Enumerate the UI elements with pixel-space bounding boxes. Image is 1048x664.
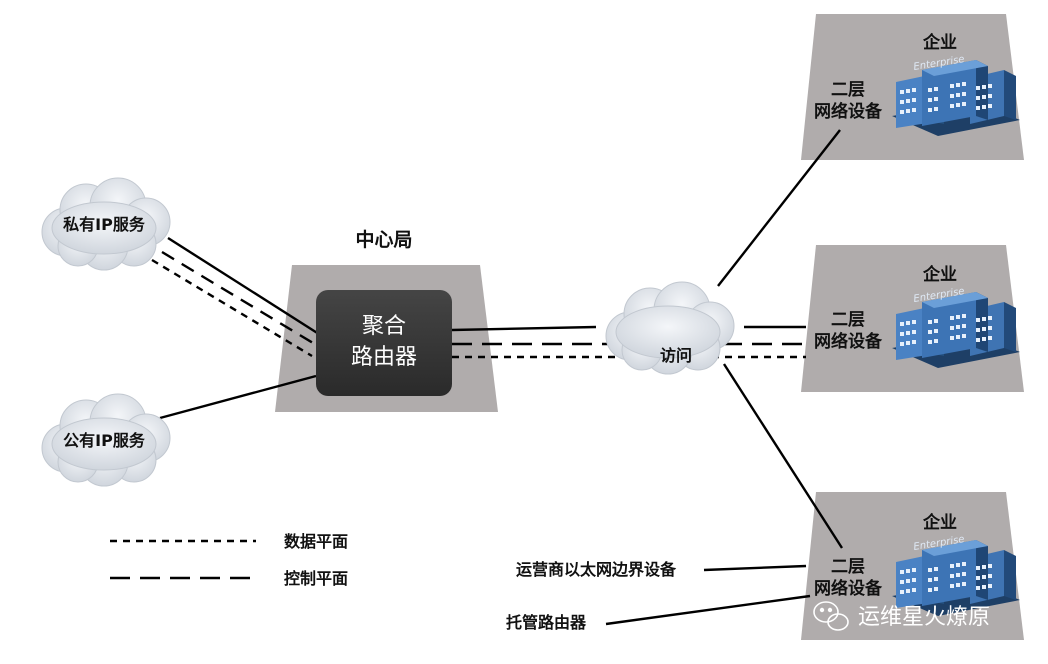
enterprise-title: 企业 bbox=[922, 264, 957, 285]
legend-control-plane-label: 控制平面 bbox=[284, 569, 348, 588]
private-ip-data-link bbox=[151, 258, 313, 358]
private-ip-solid-link bbox=[167, 236, 323, 338]
carrier-edge-pointer bbox=[703, 564, 807, 572]
cloud-enterprise-top-link bbox=[717, 129, 841, 287]
wechat-icon bbox=[813, 601, 849, 631]
access-cloud-label: 访问 bbox=[660, 346, 692, 365]
l2-device-line1: 二层 bbox=[831, 310, 865, 330]
legend: 数据平面 控制平面 bbox=[110, 532, 348, 588]
watermark-text: 运维星火燎原 bbox=[858, 605, 990, 630]
router-label-line2: 路由器 bbox=[351, 345, 417, 370]
legend-data-plane-label: 数据平面 bbox=[284, 532, 348, 551]
central-office-label: 中心局 bbox=[355, 228, 412, 251]
router-cloud-solid-link bbox=[451, 325, 597, 332]
annotation-lines bbox=[605, 564, 811, 626]
cloud-enterprise-bottom-link bbox=[722, 363, 844, 549]
watermark: 运维星火燎原 bbox=[813, 601, 990, 631]
managed-router-label: 托管路由器 bbox=[506, 613, 587, 632]
enterprise-title: 企业 bbox=[922, 512, 957, 533]
enterprise-title: 企业 bbox=[922, 32, 957, 53]
l2-device-line1: 二层 bbox=[831, 80, 865, 100]
l2-device-line2: 网络设备 bbox=[814, 101, 883, 122]
aggregation-router bbox=[316, 290, 452, 396]
public-ip-link bbox=[159, 374, 317, 420]
l2-device-line2: 网络设备 bbox=[814, 331, 883, 352]
carrier-edge-label: 运营商以太网边界设备 bbox=[516, 560, 677, 579]
public-ip-label: 公有IP服务 bbox=[63, 431, 146, 450]
connection-lines bbox=[151, 129, 844, 549]
l2-device-line1: 二层 bbox=[831, 557, 865, 577]
l2-device-line2: 网络设备 bbox=[814, 578, 883, 599]
managed-router-pointer bbox=[605, 594, 811, 626]
private-ip-label: 私有IP服务 bbox=[63, 215, 146, 234]
router-label-line1: 聚合 bbox=[362, 314, 406, 339]
private-ip-control-link bbox=[161, 250, 319, 348]
